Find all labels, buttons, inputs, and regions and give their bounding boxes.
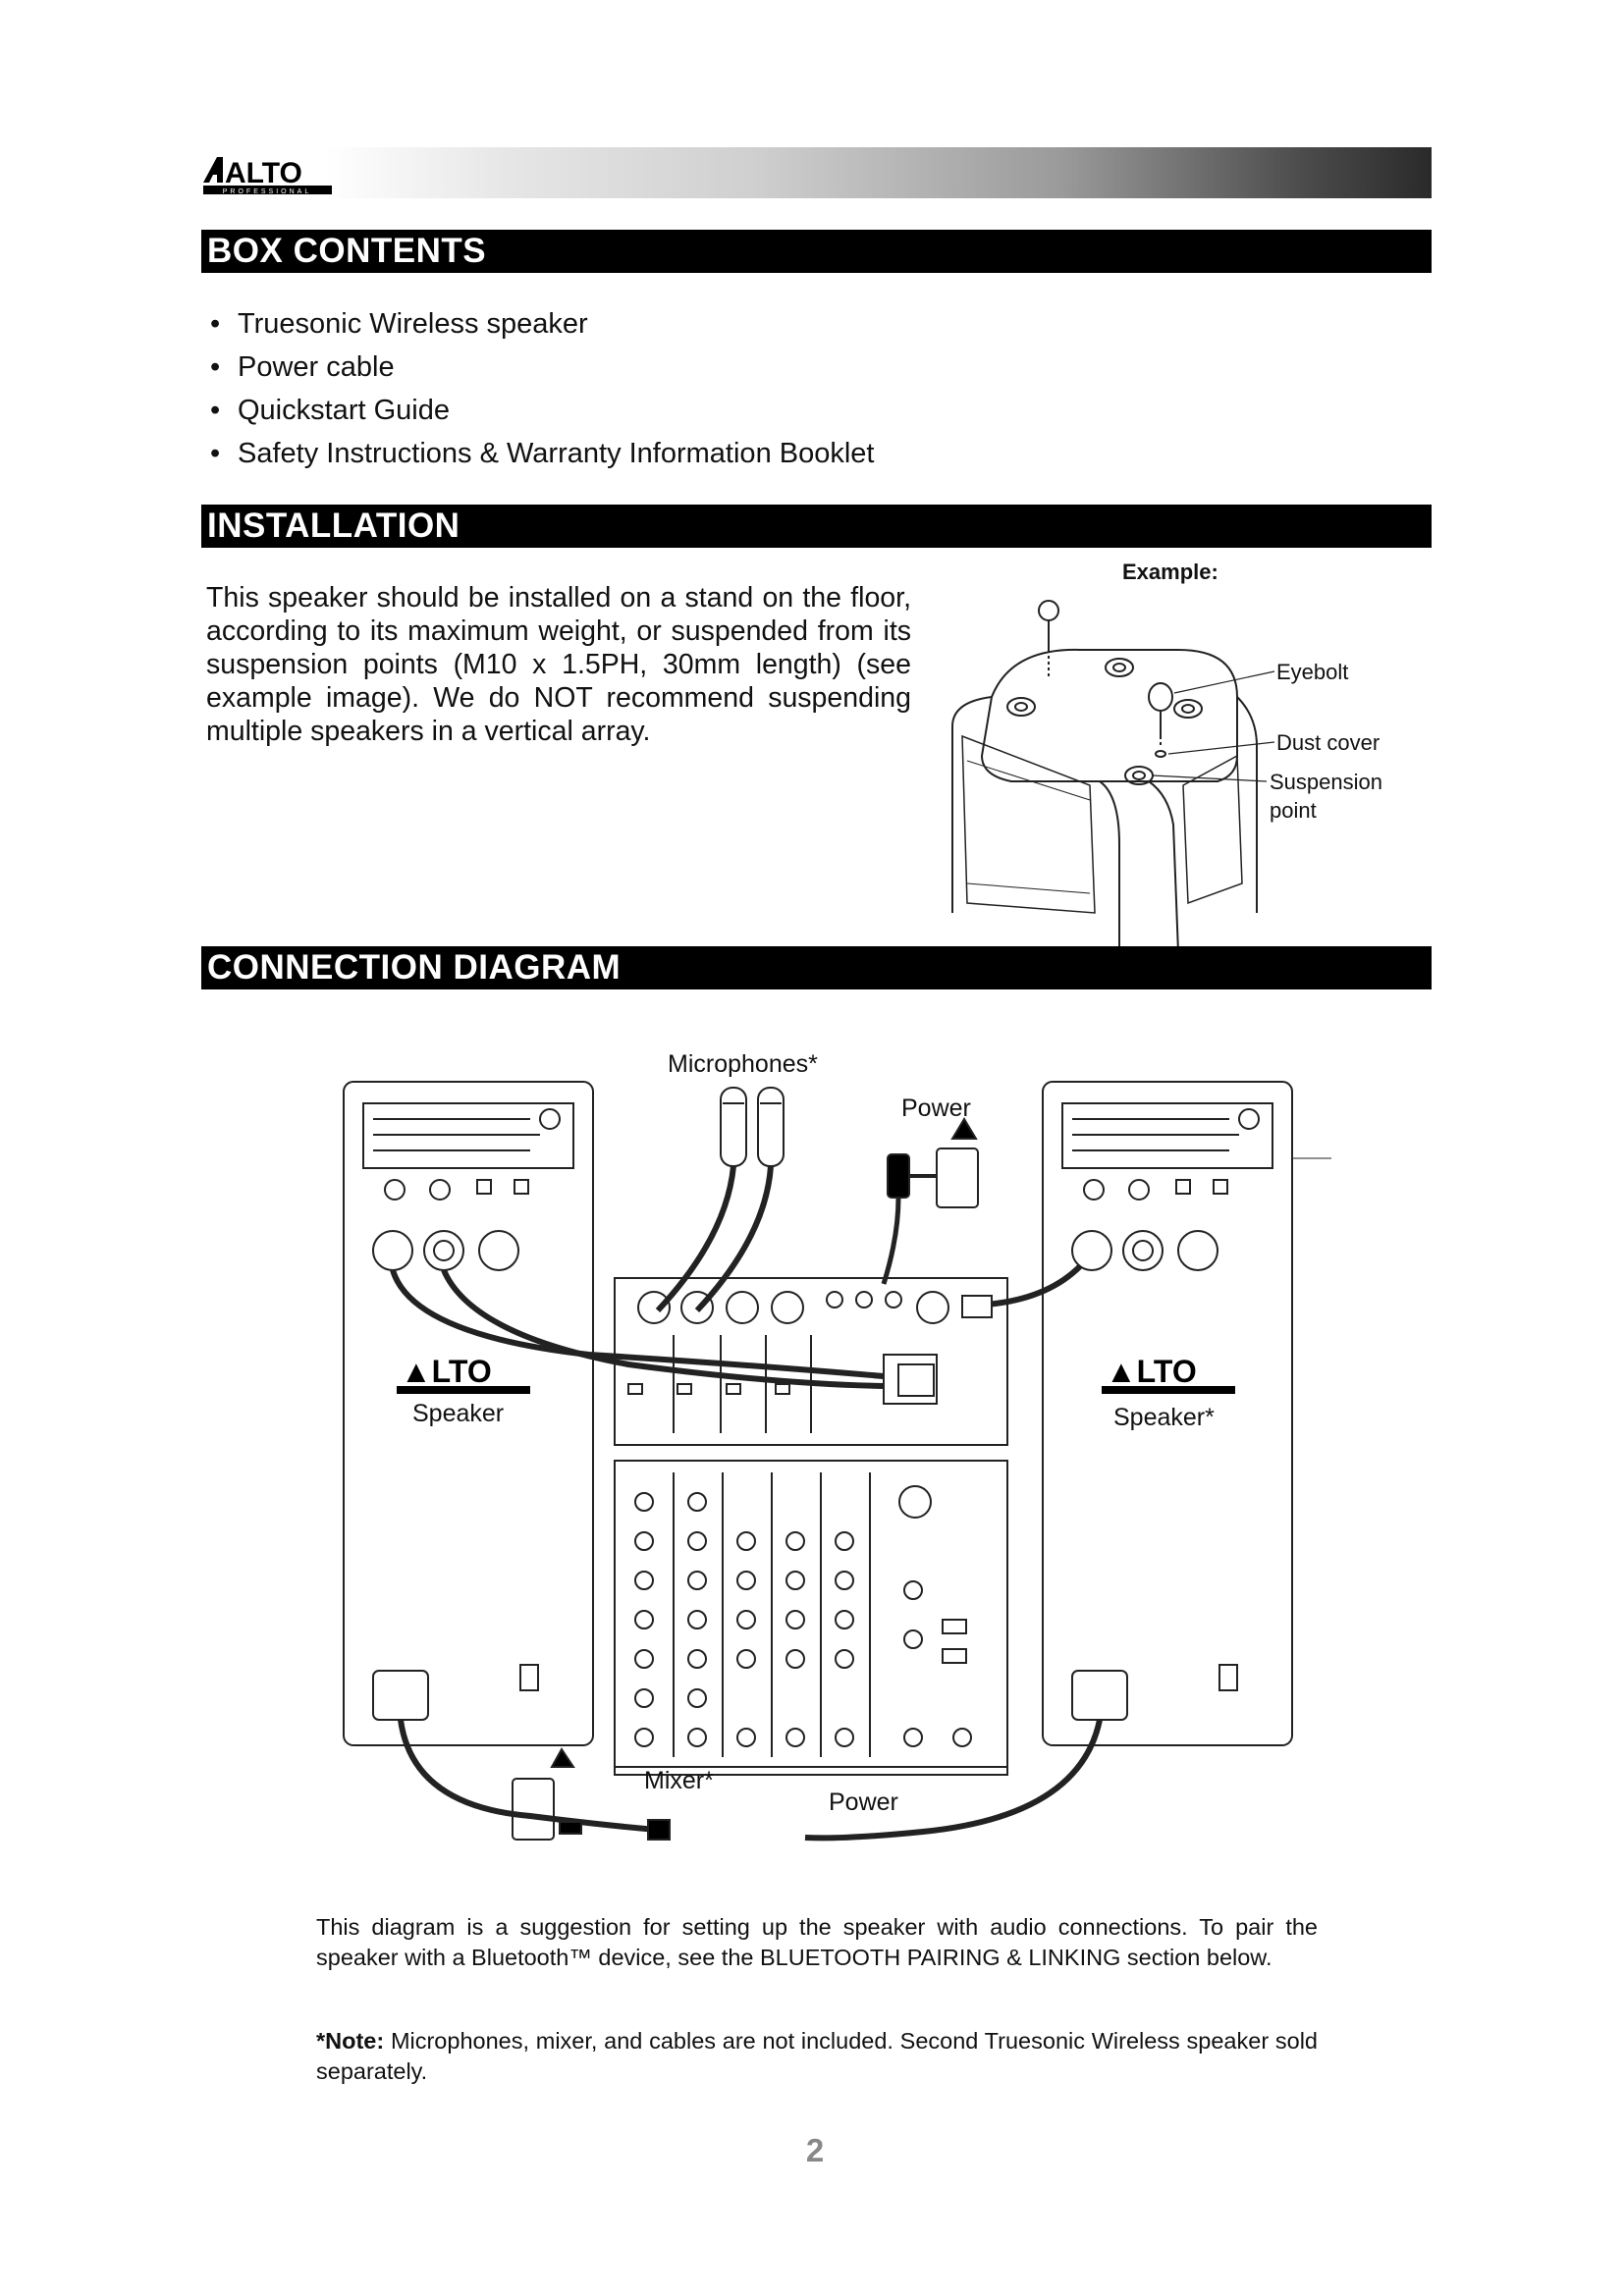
- logo-text: ALTO: [225, 157, 302, 189]
- page-number: 2: [785, 2132, 844, 2169]
- callout-dust-cover: Dust cover: [1276, 730, 1380, 756]
- label-power-bottom: Power: [829, 1789, 898, 1817]
- header-gradient-bar: [201, 147, 1432, 198]
- note-text: Microphones, mixer, and cables are not i…: [316, 2028, 1318, 2084]
- callout-suspension-point: point: [1270, 798, 1317, 824]
- svg-text:▲LTO: ▲LTO: [1106, 1354, 1197, 1389]
- label-power-top: Power: [901, 1095, 971, 1123]
- installation-paragraph: This speaker should be installed on a st…: [206, 581, 911, 748]
- connection-description: This diagram is a suggestion for setting…: [316, 1912, 1318, 1973]
- svg-text:▲LTO: ▲LTO: [401, 1354, 492, 1389]
- label-microphones: Microphones*: [668, 1050, 818, 1079]
- section-title-connection-diagram: CONNECTION DIAGRAM: [201, 946, 1432, 989]
- label-mixer: Mixer*: [644, 1767, 714, 1795]
- label-speaker-right: Speaker*: [1113, 1404, 1215, 1432]
- connection-note: *Note: Microphones, mixer, and cables ar…: [316, 2026, 1318, 2087]
- logo-subtext: PROFESSIONAL: [223, 188, 311, 195]
- section-title-box-contents: BOX CONTENTS: [201, 230, 1432, 273]
- list-item: Quickstart Guide: [206, 389, 874, 432]
- list-item: Power cable: [206, 346, 874, 389]
- callout-eyebolt: Eyebolt: [1276, 660, 1348, 685]
- suspension-example-illustration: [943, 589, 1276, 952]
- example-label: Example:: [1122, 560, 1218, 585]
- alto-logo: ALTO PROFESSIONAL: [201, 153, 334, 196]
- section-title-installation: INSTALLATION: [201, 505, 1432, 548]
- label-speaker-left: Speaker: [412, 1400, 504, 1428]
- list-item: Safety Instructions & Warranty Informati…: [206, 432, 874, 475]
- list-item: Truesonic Wireless speaker: [206, 302, 874, 346]
- box-contents-list: Truesonic Wireless speaker Power cable Q…: [206, 302, 874, 475]
- connection-diagram: ▲LTO ▲LTO: [334, 1041, 1335, 1885]
- callout-suspension: Suspension: [1270, 770, 1382, 795]
- note-label: *Note:: [316, 2028, 384, 2054]
